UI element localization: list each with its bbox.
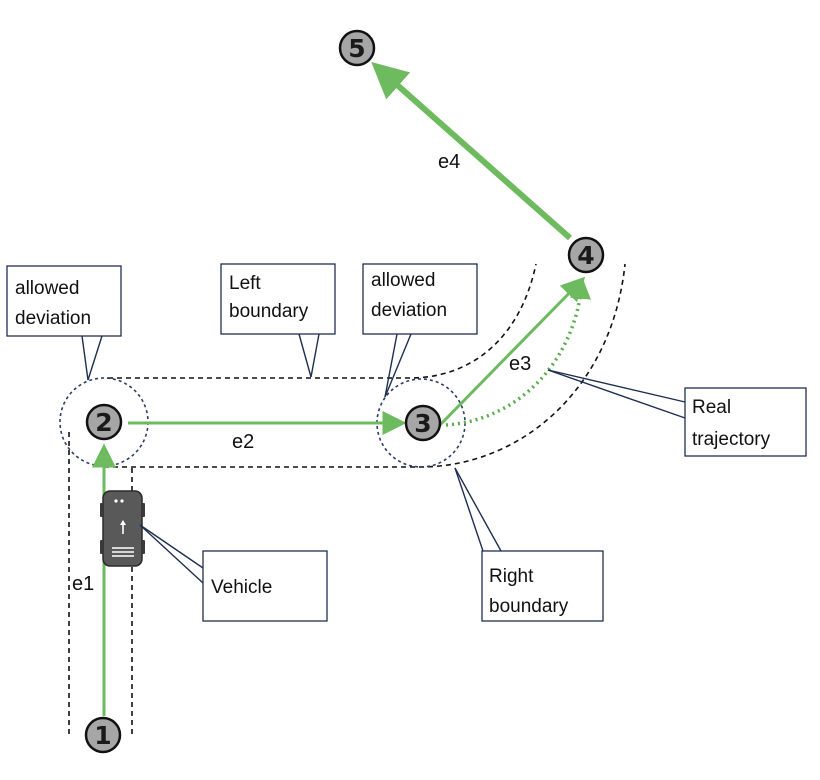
callout-right-boundary-line1: Right [489,566,534,587]
callout-allowed-deviation-left: allowed deviation [6,265,122,381]
callout-vehicle-line1: Vehicle [211,577,272,598]
callout-real-trajectory-line2: trajectory [692,429,771,450]
callout-left-boundary: Left boundary [220,263,336,378]
callout-right-boundary-line2: boundary [489,596,569,617]
edge-e3-line [438,276,586,427]
node-1-label: 1 [94,721,111,750]
node-3-label: 3 [414,409,431,438]
callout-right-boundary: Right boundary [454,467,604,622]
node-4: 4 [567,236,605,274]
node-3: 3 [404,404,442,442]
node-2-label: 2 [95,408,112,437]
edge-e1-label: e1 [72,573,94,595]
node-5: 5 [338,29,376,67]
callout-allowed-deviation-left-line1: allowed [15,278,79,299]
callout-real-trajectory: Real trajectory [547,369,807,457]
callout-real-trajectory-line1: Real [692,397,731,418]
node-4-label: 4 [577,241,594,270]
callout-left-boundary-line2: boundary [229,301,309,322]
node-5-label: 5 [348,34,365,63]
callout-allowed-deviation-left-line2: deviation [15,308,91,329]
callout-allowed-deviation-right-line2: deviation [371,300,447,321]
road-boundaries [68,263,626,735]
edge-e3-label: e3 [509,353,531,375]
node-2: 2 [85,403,123,441]
edge-e4-line [371,62,572,241]
callout-vehicle: Vehicle [139,524,328,622]
left-boundary-line [108,263,537,379]
callout-allowed-deviation-right-line1: allowed [371,270,435,291]
vehicle-icon [100,490,145,567]
node-1: 1 [84,716,122,754]
edge-e4-label: e4 [438,151,460,173]
right-boundary-line [104,263,626,468]
edge-e2-label: e2 [232,431,254,453]
callout-left-boundary-line1: Left [229,273,261,294]
callout-allowed-deviation-right: allowed deviation [362,263,478,398]
